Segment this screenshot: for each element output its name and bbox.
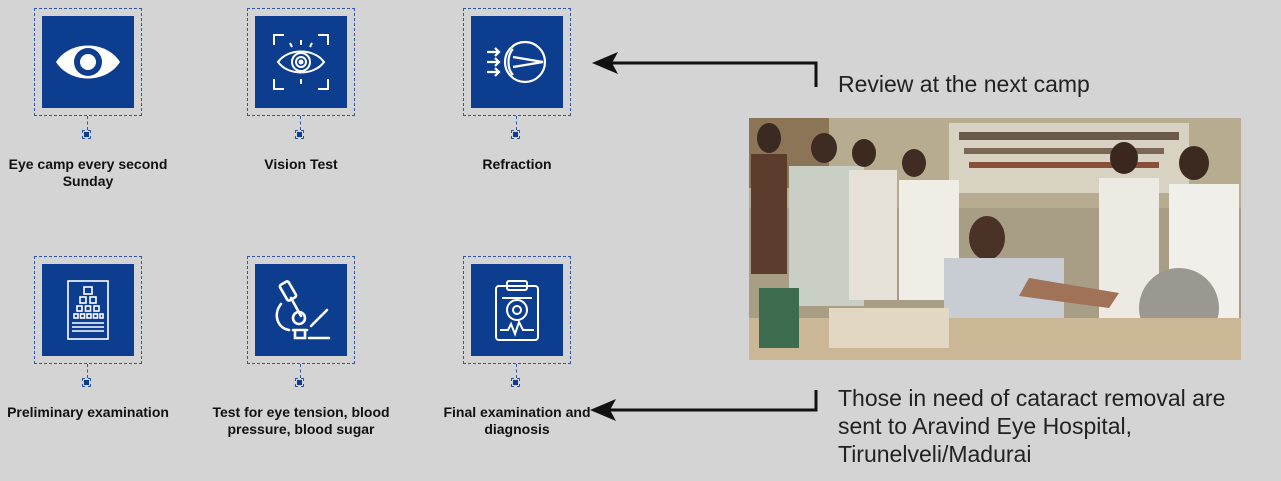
step-label: Vision Test [264,156,338,172]
eye-chart-icon [67,280,109,340]
icon-frame [247,256,355,364]
connector-stem [300,364,301,378]
step-label: Eye camp every second Sunday [8,156,168,189]
icon-tile [42,264,134,356]
connector-stem [516,364,517,378]
icon-tile [471,264,563,356]
eye-scan-icon [273,34,329,90]
review-arrowhead [592,52,618,74]
icon-tile [471,16,563,108]
microscope-icon [275,280,331,340]
review-text: Review at the next camp [838,71,1090,97]
connector-node [295,130,304,139]
icon-frame [463,8,571,116]
connector-node [511,130,520,139]
connector-node [82,130,91,139]
connector-stem [516,116,517,130]
connector-node [511,378,520,387]
step-label: Final examination and diagnosis [443,404,591,437]
referral-arrowhead [590,399,616,421]
review-arrow [610,61,818,87]
referral-text: Those in need of cataract removal are se… [838,385,1226,467]
icon-tile [255,16,347,108]
eye-icon [56,45,120,79]
icon-tile [255,264,347,356]
icon-frame [463,256,571,364]
icon-frame [34,8,142,116]
connector-stem [300,116,301,130]
connector-stem [87,364,88,378]
icon-tile [42,16,134,108]
icon-frame [34,256,142,364]
connector-stem [87,116,88,130]
step-label: Test for eye tension, blood pressure, bl… [212,404,390,437]
connector-node [295,378,304,387]
step-label: Preliminary examination [7,404,169,420]
refraction-icon [487,40,547,84]
clipboard-icon [495,280,539,341]
connector-node [82,378,91,387]
eye-camp-photo [749,118,1241,360]
step-label: Refraction [482,156,552,172]
icon-frame [247,8,355,116]
referral-arrow [610,390,818,412]
